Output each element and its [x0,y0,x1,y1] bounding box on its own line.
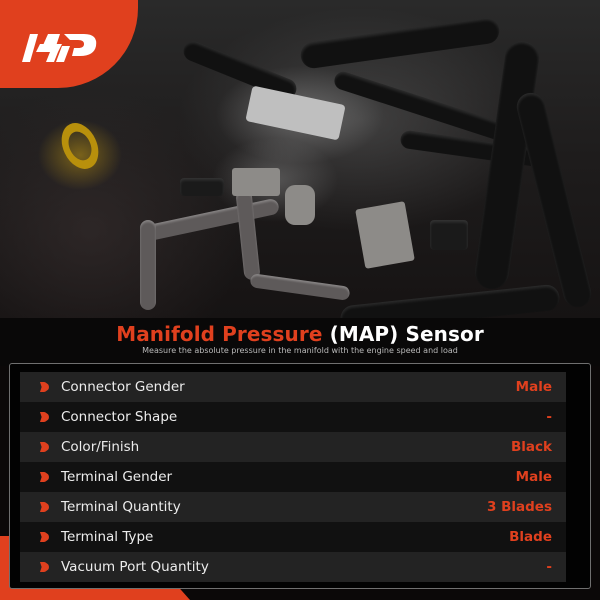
spec-row: Terminal Quantity 3 Blades [20,492,566,522]
spec-label: Terminal Type [61,529,154,545]
spec-row: Connector Gender Male [20,372,566,402]
spec-value: Male [515,469,552,485]
page-subtitle: Measure the absolute pressure in the man… [142,346,458,355]
title-rest: (MAP) Sensor [322,322,484,346]
page-title: Manifold Pressure (MAP) Sensor [0,322,600,346]
spec-label: Color/Finish [61,439,140,455]
spec-value: - [546,409,552,425]
spec-row: Terminal Type Blade [20,522,566,552]
brand-logo-icon [22,34,97,62]
spec-value: - [546,559,552,575]
title-accent: Manifold Pressure [116,322,323,346]
oil-cap [54,117,106,175]
tape-wrap [245,85,346,141]
bullet-icon [40,472,49,482]
spec-label: Terminal Quantity [61,499,181,515]
spec-value: Black [510,439,552,455]
spec-label: Terminal Gender [61,469,173,485]
spec-label: Vacuum Port Quantity [61,559,209,575]
spec-row: Color/Finish Black [20,432,566,462]
spec-value: 3 Blades [487,499,552,515]
title-band [0,318,600,366]
spec-label: Connector Shape [61,409,178,425]
bullet-icon [40,442,49,452]
spec-row: Terminal Gender Male [20,462,566,492]
spec-table: Connector Gender Male Connector Shape - … [9,363,591,589]
spec-row: Connector Shape - [20,402,566,432]
bullet-icon [40,502,49,512]
bullet-icon [40,382,49,392]
spec-label: Connector Gender [61,379,185,395]
bullet-icon [40,562,49,572]
bullet-icon [40,532,49,542]
spec-row: Vacuum Port Quantity - [20,552,566,582]
bullet-icon [40,412,49,422]
spec-value: Blade [509,529,552,545]
spec-value: Male [515,379,552,395]
